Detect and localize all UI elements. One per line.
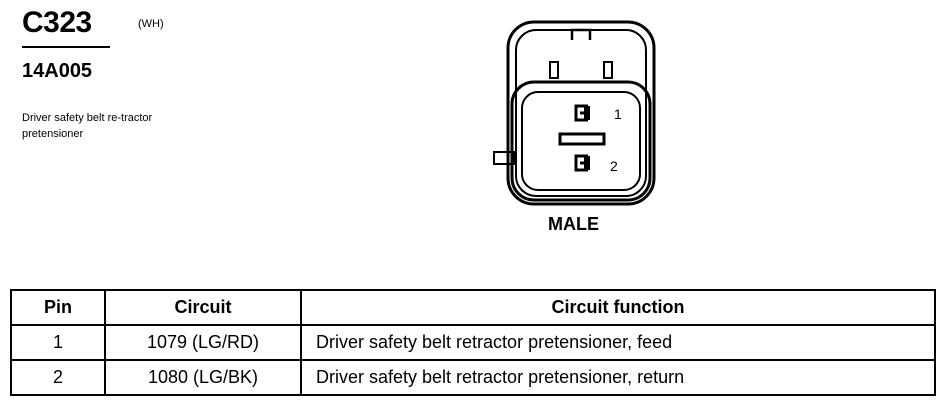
pin-1-terminal [584,106,590,120]
pin-table: Pin Circuit Circuit function 1 1079 (LG/… [10,289,936,396]
table-row: 1 1079 (LG/RD) Driver safety belt retrac… [10,324,936,361]
cell-circuit: 1080 (LG/BK) [104,359,302,396]
cell-function: Driver safety belt retractor pretensione… [300,359,936,396]
pin-2-terminal [584,156,590,170]
connector-housing-outer [506,20,656,206]
pin-table-header-row: Pin Circuit Circuit function [10,289,936,326]
polarization-key [493,151,515,165]
connector-color: (WH) [138,18,164,30]
cell-pin: 1 [10,324,106,361]
guide-post-left [549,61,559,79]
header-circuit: Circuit [104,289,302,326]
connector-face-diagram: 1 2 [493,20,656,206]
part-number: 14A005 [22,60,93,82]
connector-face-outer [510,80,652,202]
cell-circuit: 1079 (LG/RD) [104,324,302,361]
cell-function: Driver safety belt retractor pretensione… [300,324,936,361]
connector-id: C323 [22,6,92,39]
header-circuit-function: Circuit function [300,289,936,326]
connector-face-inner [521,91,641,191]
connector-description: Driver safety belt re-tractor pretension… [22,112,153,140]
connector-header: C323 [22,6,92,40]
center-rib [558,132,606,146]
guide-post-right [603,61,613,79]
connector-gender: MALE [548,214,599,234]
header-underline [22,46,110,48]
pin-2-label: 2 [610,158,618,174]
lock-tab [570,28,592,40]
header-pin: Pin [10,289,106,326]
table-row: 2 1080 (LG/BK) Driver safety belt retrac… [10,359,936,396]
cell-pin: 2 [10,359,106,396]
pin-1-label: 1 [614,106,622,122]
